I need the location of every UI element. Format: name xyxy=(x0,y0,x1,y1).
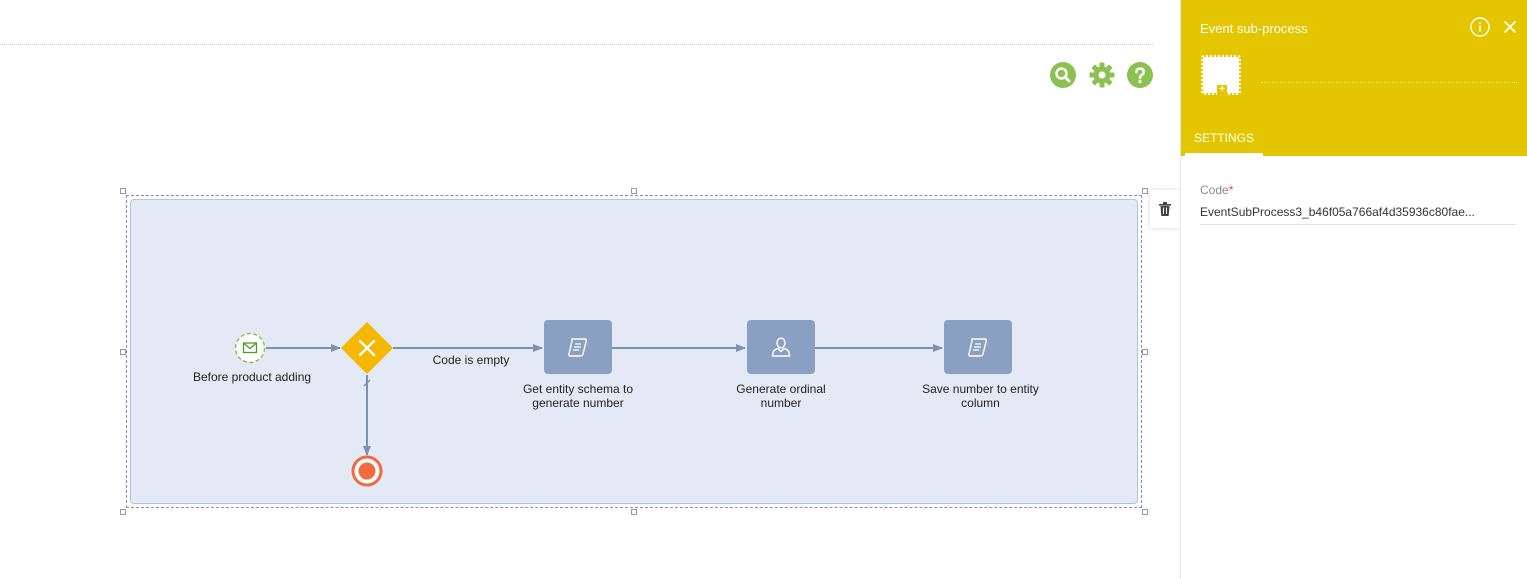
header-divider xyxy=(1261,82,1517,83)
task-generate-ordinal-number[interactable] xyxy=(747,320,815,374)
task-label-line: column xyxy=(961,396,1000,410)
start-message-event[interactable] xyxy=(234,332,266,364)
search-icon[interactable] xyxy=(1050,62,1076,88)
task-get-entity-schema[interactable] xyxy=(544,320,612,374)
info-icon[interactable] xyxy=(1470,17,1490,37)
add-image-icon[interactable]: + xyxy=(1217,85,1227,95)
start-event-label: Before product adding xyxy=(192,370,312,384)
x-icon xyxy=(358,339,376,357)
sequence-flows xyxy=(266,344,943,456)
script-icon xyxy=(568,338,588,357)
close-icon[interactable] xyxy=(1502,19,1518,35)
help-icon[interactable] xyxy=(1127,62,1153,88)
tab-settings[interactable]: SETTINGS xyxy=(1185,126,1263,156)
resize-handle[interactable] xyxy=(631,509,637,515)
terminate-end-event[interactable] xyxy=(351,455,383,487)
task-label-line: generate number xyxy=(532,396,624,410)
exclusive-gateway[interactable] xyxy=(340,321,394,375)
resize-handle[interactable] xyxy=(1142,509,1148,515)
properties-panel: Event sub-process + SETTINGS Code* Event… xyxy=(1180,0,1527,579)
task-label-line: number xyxy=(760,396,802,410)
task-label-line: Get entity schema to xyxy=(522,382,634,396)
resize-handle[interactable] xyxy=(1142,349,1148,355)
envelope-icon xyxy=(242,342,258,354)
process-canvas[interactable]: Before product adding Code is empty Get … xyxy=(0,0,1180,579)
resize-handle[interactable] xyxy=(120,349,126,355)
panel-header: Event sub-process + SETTINGS xyxy=(1181,0,1527,156)
element-image-icon[interactable]: + xyxy=(1201,55,1241,95)
task-label: Generate ordinal number xyxy=(706,382,856,410)
gear-icon[interactable] xyxy=(1089,62,1115,88)
code-field[interactable]: EventSubProcess3_b46f05a766af4d35936c80f… xyxy=(1200,205,1516,225)
resize-handle[interactable] xyxy=(1142,188,1148,194)
panel-title: Event sub-process xyxy=(1200,21,1308,36)
divider xyxy=(0,44,1153,45)
script-icon xyxy=(968,338,988,357)
code-label-text: Code xyxy=(1200,183,1229,197)
delete-button[interactable] xyxy=(1150,190,1180,228)
resize-handle[interactable] xyxy=(120,188,126,194)
task-label: Save number to entity column xyxy=(903,382,1058,410)
trash-icon xyxy=(1159,202,1171,216)
code-field-label: Code* xyxy=(1200,183,1233,197)
resize-handle[interactable] xyxy=(631,188,637,194)
resize-handle[interactable] xyxy=(120,509,126,515)
user-icon xyxy=(771,337,791,357)
task-label-line: Generate ordinal xyxy=(736,382,826,396)
task-label-line: Save number to entity xyxy=(922,382,1039,396)
flow-condition-label: Code is empty xyxy=(432,353,510,367)
task-save-number[interactable] xyxy=(944,320,1012,374)
default-flow-marker xyxy=(363,379,371,387)
required-marker: * xyxy=(1228,183,1234,197)
task-label: Get entity schema to generate number xyxy=(503,382,653,410)
